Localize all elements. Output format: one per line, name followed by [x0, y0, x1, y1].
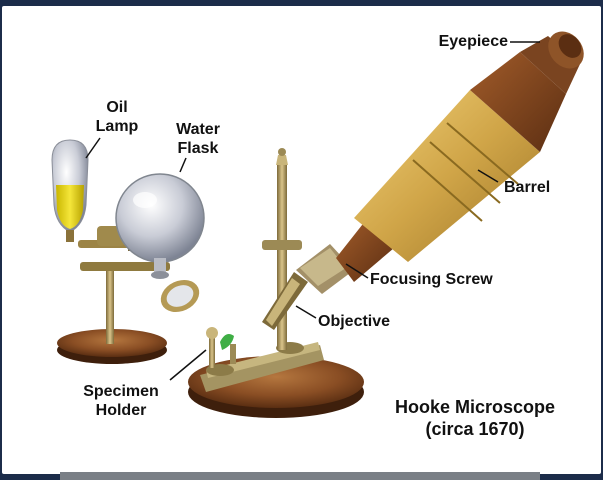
focusing-screw-label: Focusing Screw	[370, 271, 493, 288]
specimen-holder-part	[206, 327, 236, 368]
objective-leader	[295, 305, 317, 319]
microscope-tube	[262, 31, 584, 330]
bottom-bar	[60, 472, 540, 480]
microscope-base	[188, 342, 364, 418]
water-flask	[115, 173, 205, 279]
focusing-screw-leader	[345, 263, 369, 279]
barrel-label: Barrel	[504, 179, 551, 196]
oil-lamp-label: Oil Lamp	[95, 99, 139, 135]
barrel-leader	[477, 169, 499, 183]
specimen-holder-label: Specimen Holder	[83, 383, 159, 419]
title-line-2: (circa 1670)	[425, 419, 525, 439]
leader-lines	[85, 41, 540, 381]
specimen-holder-leader	[169, 349, 207, 381]
water-flask-leader	[179, 157, 187, 173]
title-line-1: Hooke Microscope	[394, 397, 556, 417]
water-flask-label: Water Flask	[176, 121, 220, 157]
objective-label: Objective	[318, 313, 391, 330]
condenser-lens	[160, 279, 200, 313]
oil-lamp	[51, 139, 89, 242]
diagram-title: Hooke Microscope (circa 1670)	[380, 396, 570, 440]
microscope-pillar	[262, 148, 302, 350]
eyepiece-label: Eyepiece	[438, 33, 508, 50]
oil-lamp-leader	[85, 137, 101, 159]
